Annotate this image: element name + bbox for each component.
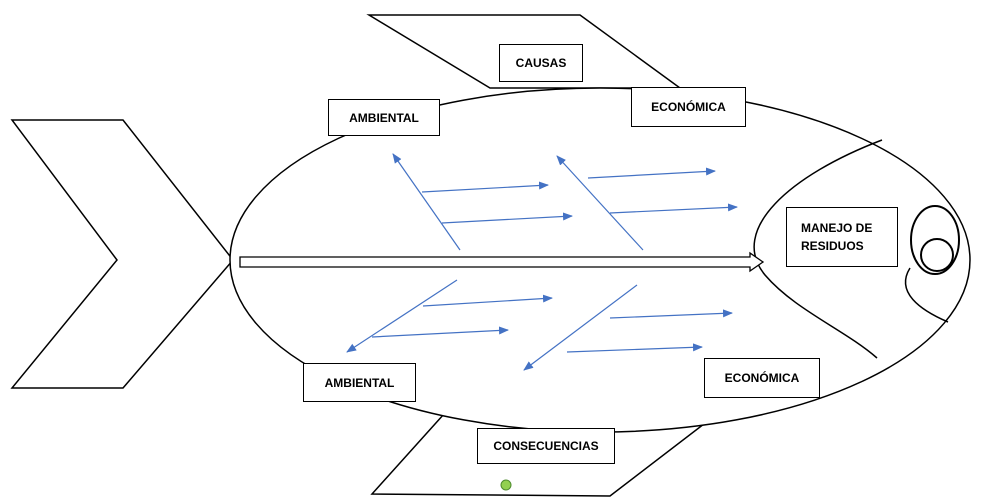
causes-label: CAUSAS: [499, 44, 583, 82]
bone-upper-left: [392, 153, 461, 251]
fish-gill: [753, 139, 883, 359]
branch-arrow: [587, 167, 716, 179]
handle-dot[interactable]: [500, 479, 512, 491]
bone-lower-left: [346, 279, 458, 353]
bone-upper-right: [556, 155, 644, 251]
branch-arrow: [441, 212, 573, 224]
consequences-label: CONSECUENCIAS: [477, 428, 615, 464]
branch-arrow: [609, 203, 738, 214]
eye-inner: [920, 238, 954, 272]
lower-right-category-label: ECONÓMICA: [704, 358, 820, 398]
effect-label: MANEJO DE RESIDUOS: [786, 207, 898, 267]
fish-tail: [10, 119, 234, 389]
bone-lower-right: [523, 284, 638, 371]
lower-left-category-label: AMBIENTAL: [303, 363, 416, 402]
upper-left-category-label: AMBIENTAL: [328, 99, 440, 136]
branch-arrow: [609, 309, 733, 319]
spine-arrow: [239, 251, 765, 273]
upper-right-category-label: ECONÓMICA: [631, 87, 746, 127]
branch-arrow: [566, 343, 703, 353]
branch-arrow: [421, 181, 549, 193]
fish-mouth: [904, 267, 949, 323]
branch-arrow: [422, 294, 553, 307]
branch-arrow: [371, 326, 509, 338]
